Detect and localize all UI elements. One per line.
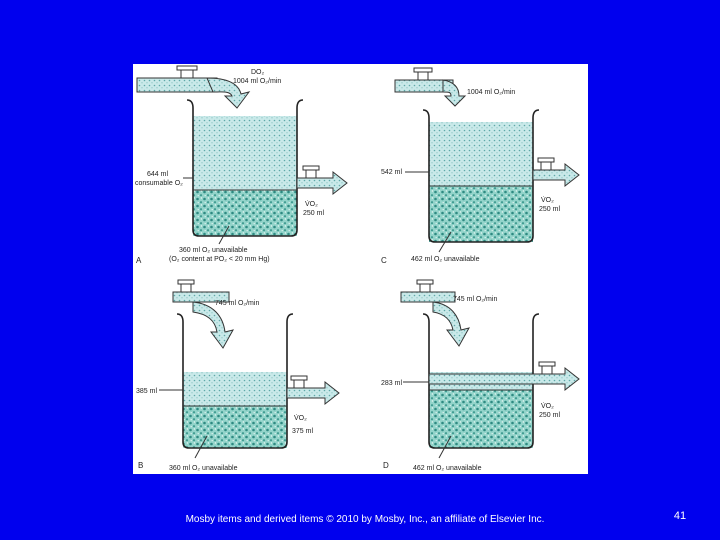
panel-letter: C — [381, 256, 387, 265]
lower-water — [193, 190, 297, 236]
valve-icon — [537, 157, 555, 171]
inflow-label-line2: 1004 ml O₂/min — [233, 78, 281, 85]
lower-water — [429, 390, 533, 448]
lower-water — [429, 186, 533, 242]
inflow-arrow — [192, 301, 234, 349]
vo2-label: V̇O₂ — [294, 414, 307, 422]
upper-label: 385 ml — [136, 388, 157, 395]
upper-water — [193, 116, 297, 190]
page-number: 41 — [673, 510, 687, 522]
vo2-label: V̇O₂ — [305, 200, 318, 208]
panel-a: DO₂ 1004 ml O₂/min 644 ml consumable O₂ … — [135, 65, 348, 265]
unavailable-label-line1: 360 ml O₂ unavailable — [179, 247, 248, 254]
unavailable-label: 360 ml O₂ unavailable — [169, 465, 238, 472]
unavailable-label-line2: (O₂ content at PO₂ < 20 mm Hg) — [169, 256, 270, 263]
vo2-value: 375 ml — [292, 428, 313, 435]
unavailable-label: 462 ml O₂ unavailable — [411, 256, 480, 263]
valve-icon — [177, 279, 195, 293]
upper-water — [429, 122, 533, 186]
upper-label: 283 ml — [381, 380, 402, 387]
inflow-label: 745 ml O₂/min — [453, 296, 497, 303]
outflow-arrow — [296, 170, 348, 196]
valve-icon — [538, 361, 556, 375]
pointer-line — [218, 225, 230, 245]
valve-icon — [290, 375, 308, 389]
valve-icon — [416, 279, 434, 293]
inflow-pipe — [136, 77, 218, 93]
beaker-outline — [176, 313, 294, 449]
upper-water — [183, 372, 287, 406]
upper-label: 542 ml — [381, 169, 402, 176]
panel-letter: D — [383, 461, 389, 470]
vo2-value: 250 ml — [539, 206, 560, 213]
valve-icon — [413, 67, 433, 81]
inflow-label: 745 ml O₂/min — [215, 300, 259, 307]
vo2-value: 250 ml — [303, 210, 324, 217]
pointer-line — [438, 435, 452, 459]
outflow-arrow — [428, 366, 580, 392]
inflow-arrow — [206, 77, 251, 109]
valve-icon — [302, 165, 320, 179]
inflow-arrow — [442, 79, 467, 107]
oxygen-supply-figure: DO₂ 1004 ml O₂/min 644 ml consumable O₂ … — [133, 64, 588, 474]
panel-b: 745 ml O₂/min 385 ml V̇O₂ 375 ml 360 ml … — [136, 279, 340, 472]
inflow-pipe — [400, 291, 456, 303]
pointer-line — [194, 435, 208, 459]
inflow-arrow — [432, 301, 470, 347]
lower-water — [183, 406, 287, 448]
beaker-outline — [186, 99, 304, 237]
vo2-value: 250 ml — [539, 412, 560, 419]
panel-letter: B — [138, 461, 143, 470]
inflow-label: 1004 ml O₂/min — [467, 89, 515, 96]
inflow-label-line1: DO₂ — [251, 69, 265, 76]
valve-icon — [176, 65, 198, 79]
copyright-footer: Mosby items and derived items © 2010 by … — [185, 514, 545, 525]
upper-label-line2: consumable O₂ — [135, 180, 183, 187]
unavailable-label: 462 ml O₂ unavailable — [413, 465, 482, 472]
panel-c: 1004 ml O₂/min 542 ml V̇O₂ 250 ml 462 ml… — [381, 67, 580, 265]
vo2-label: V̇O₂ — [541, 402, 554, 410]
inflow-pipe — [172, 291, 230, 303]
panel-d: 745 ml O₂/min 283 ml V̇O₂ 250 ml 462 ml … — [381, 279, 580, 472]
outflow-arrow — [532, 162, 580, 188]
outflow-arrow — [286, 380, 340, 406]
beaker-outline — [422, 313, 540, 449]
pointer-line — [438, 231, 452, 253]
upper-label-line1: 644 ml — [147, 171, 168, 178]
panel-letter: A — [136, 256, 142, 265]
vo2-label: V̇O₂ — [541, 196, 554, 204]
beaker-outline — [422, 109, 540, 243]
